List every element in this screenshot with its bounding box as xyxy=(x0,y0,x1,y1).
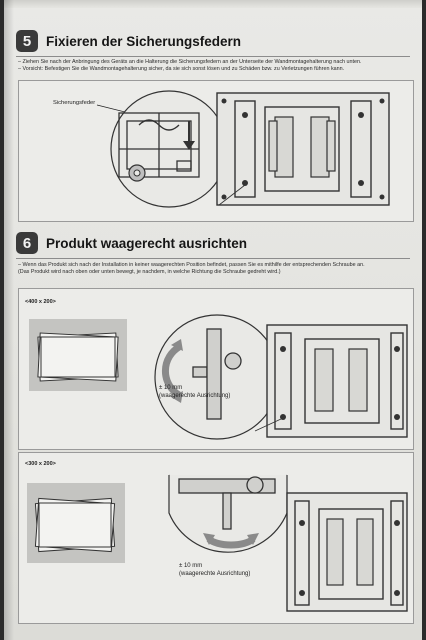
section-6-bullet-2: (Das Produkt wird nach oben oder unten b… xyxy=(18,269,281,275)
page-top-edge xyxy=(4,0,422,8)
section-5-number: 5 xyxy=(16,30,38,52)
section-5-figure: Sicherungsfeder xyxy=(18,80,414,222)
panel-400x200: <400 x 200> xyxy=(18,288,414,450)
panel-300x200: <300 x 200> xyxy=(18,452,414,624)
binding-shadow xyxy=(4,0,14,640)
section-6-text: – Wenn das Produkt sich nach der Install… xyxy=(18,262,412,276)
panel-b-dimension: ± 10 mm (waagerechte Ausrichtung) xyxy=(179,563,250,578)
leveling-illustration-b xyxy=(27,474,408,612)
spring-callout-label: Sicherungsfeder xyxy=(53,100,96,106)
section-6-heading: 6 Produkt waagerecht ausrichten xyxy=(16,232,247,254)
section-5-bullet-2: – Vorsicht: Befestigen Sie die Wandmonta… xyxy=(18,66,345,72)
manual-page: 5 Fixieren der Sicherungsfedern – Ziehen… xyxy=(4,0,422,640)
panel-b-dim-value: ± 10 mm xyxy=(179,563,203,569)
section-5-heading: 5 Fixieren der Sicherungsfedern xyxy=(16,30,241,52)
panel-b-dim-note: (waagerechte Ausrichtung) xyxy=(179,570,251,577)
section-5-rule xyxy=(16,56,410,57)
spring-illustration xyxy=(96,90,390,208)
section-6-number: 6 xyxy=(16,232,38,254)
section-6-bullet-1: – Wenn das Produkt sich nach der Install… xyxy=(18,262,365,268)
section-5-bullet-1: – Ziehen Sie nach der Anbringung des Ger… xyxy=(18,59,362,65)
panel-a-dimension: ± 10 mm (waagerechte Ausrichtung) xyxy=(159,385,230,400)
section-5-title: Fixieren der Sicherungsfedern xyxy=(46,33,242,49)
section-5-text: – Ziehen Sie nach der Anbringung des Ger… xyxy=(18,59,412,73)
section-6-rule xyxy=(16,258,410,259)
panel-a-dim-note: (waagerechte Ausrichtung) xyxy=(159,392,231,399)
section-6-title: Produkt waagerecht ausrichten xyxy=(46,235,248,251)
panel-a-dim-value: ± 10 mm xyxy=(159,385,183,391)
panel-b-tag: <300 x 200> xyxy=(25,461,56,467)
panel-a-tag: <400 x 200> xyxy=(25,299,56,305)
leveling-illustration-a xyxy=(29,314,408,440)
